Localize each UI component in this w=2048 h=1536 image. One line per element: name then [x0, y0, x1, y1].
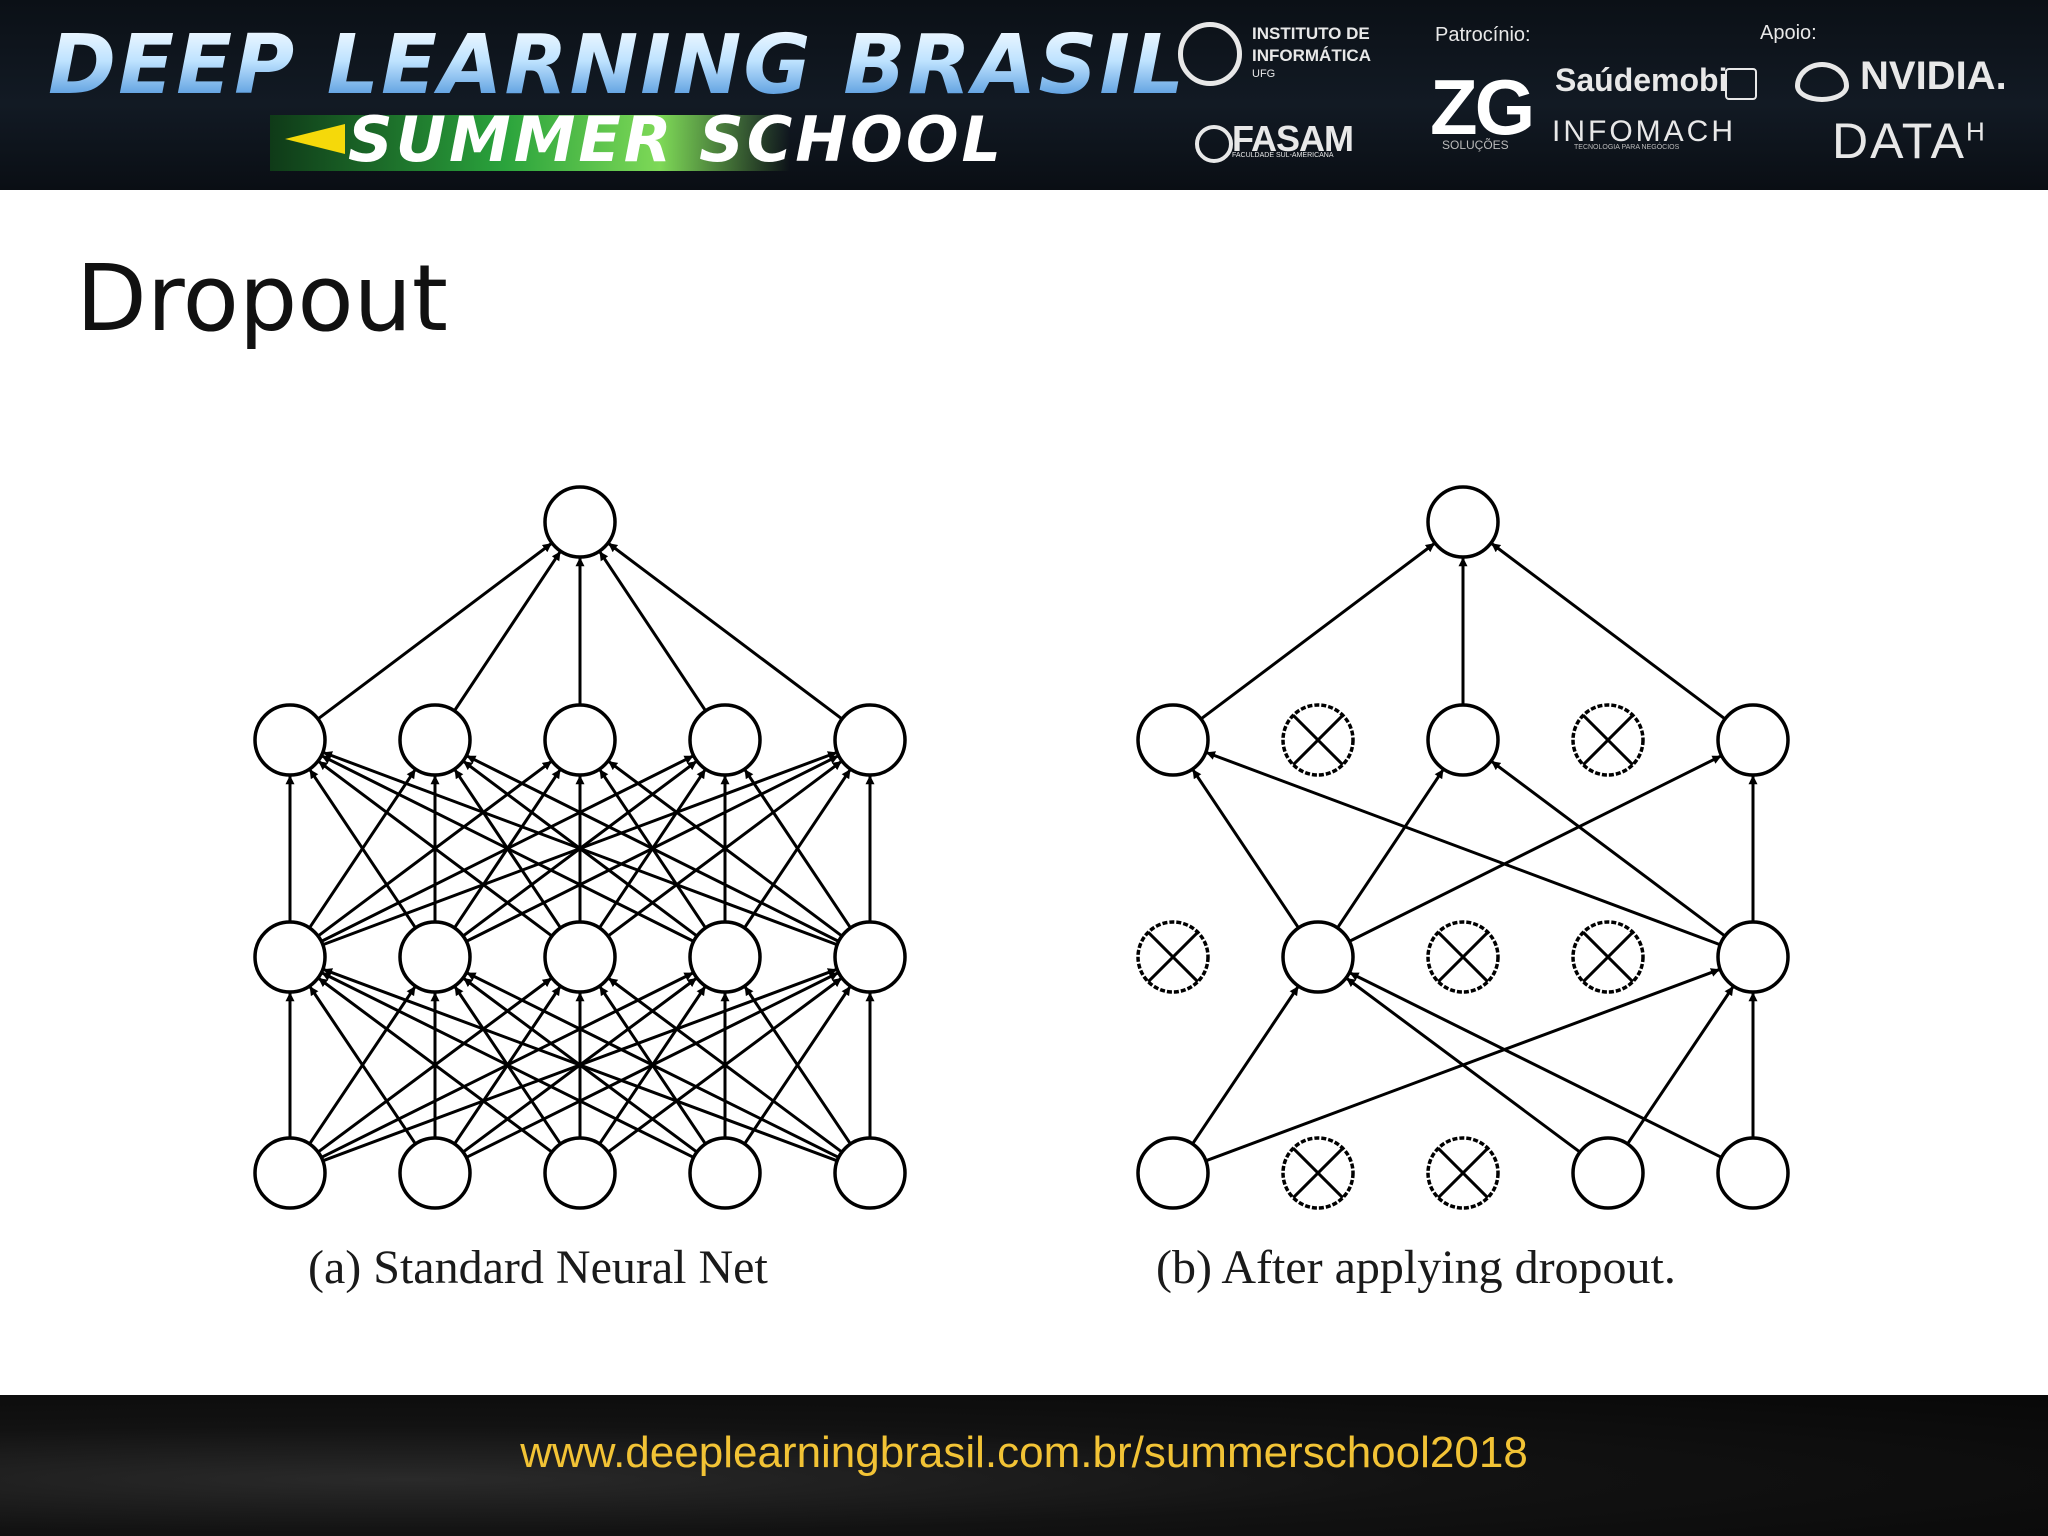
datah-superscript: H [1965, 116, 1987, 147]
zg-logo: ZG [1430, 62, 1535, 153]
standard-node-input [398, 1136, 472, 1210]
standard-node-output [543, 485, 617, 559]
standard-node-hidden2 [543, 703, 617, 777]
support-label: Apoio: [1760, 22, 1817, 44]
standard-edge [743, 986, 852, 1145]
zg-logo-text: ZG [1430, 63, 1535, 151]
dropped-cross-icon [1292, 1147, 1344, 1199]
saudemobi-logo: Saúdemobi [1555, 62, 1728, 98]
standard-edge [323, 968, 838, 1163]
fasam-logo-icon [1195, 125, 1233, 163]
dropout-edge [1336, 769, 1445, 929]
standard-edge [466, 971, 840, 1159]
standard-edge [317, 542, 553, 721]
standard-node-hidden1 [398, 920, 472, 994]
brand-title: DEEP LEARNING BRASIL [48, 18, 1187, 113]
dropout-edge [1191, 769, 1300, 929]
instituto-logo-icon [1178, 22, 1242, 86]
dropout-edge [1206, 751, 1721, 947]
footer-bar [0, 1395, 2048, 1536]
infomach-logo: INFOMACH [1552, 115, 1736, 148]
brand-subtitle: SUMMER SCHOOL [348, 103, 1005, 176]
nvidia-eye-icon [1795, 62, 1849, 102]
standard-edge [321, 754, 695, 943]
institute-name-3: UFG [1252, 68, 1276, 80]
dropout-node-input [1571, 1136, 1645, 1210]
dropout-node-hidden1 [1281, 920, 1355, 994]
fasam-subtitle: FACULDADE SUL-AMERICANA [1232, 152, 1334, 159]
standard-edge [321, 971, 695, 1159]
dropout-edge [1191, 986, 1300, 1145]
standard-node-hidden1 [833, 920, 907, 994]
standard-node-hidden2 [253, 703, 327, 777]
standard-edge [607, 760, 843, 938]
footer-url: www.deeplearningbrasil.com.br/summerscho… [520, 1428, 1528, 1477]
dropout-edge [1200, 542, 1436, 721]
dropout-edge [1626, 986, 1735, 1145]
dropout-node-hidden2 [1136, 703, 1210, 777]
dropped-cross-icon [1582, 714, 1634, 766]
saudemobi-icon [1725, 68, 1757, 100]
standard-edge [323, 751, 838, 947]
zg-subtitle: SOLUÇÕES [1442, 138, 1509, 152]
header-banner: DEEP LEARNING BRASIL SUMMER SCHOOL INSTI… [0, 0, 2048, 190]
slide-title: Dropout [76, 245, 448, 352]
standard-edge [466, 754, 840, 943]
fasam-name: FASAM [1232, 118, 1354, 159]
standard-edge [317, 760, 553, 938]
standard-net [253, 485, 907, 1210]
caption-dropout-net: (b) After applying dropout. [1156, 1241, 1676, 1294]
institute-name-1: INSTITUTO DE [1252, 24, 1370, 43]
standard-node-hidden2 [833, 703, 907, 777]
dropped-cross-icon [1437, 931, 1489, 983]
brazil-flag-icon [285, 124, 345, 154]
standard-node-hidden1 [543, 920, 617, 994]
banner-green-glow [270, 115, 790, 171]
dropout-edge [1490, 542, 1726, 721]
institute-name-2: INFORMÁTICA [1252, 46, 1371, 65]
dropout-node-hidden2 [1426, 703, 1500, 777]
standard-edge [453, 551, 562, 712]
standard-edge [607, 542, 843, 721]
standard-edge [308, 769, 417, 929]
dropped-cross-icon [1437, 1147, 1489, 1199]
dropout-node-output [1426, 485, 1500, 559]
dropout-node-input [1716, 1136, 1790, 1210]
dropout-node-hidden1 [1716, 920, 1790, 994]
standard-node-input [833, 1136, 907, 1210]
dropout-edge [1345, 977, 1581, 1154]
standard-node-input [688, 1136, 762, 1210]
dropout-edge [1348, 754, 1722, 943]
standard-edge [308, 986, 417, 1145]
standard-node-hidden1 [688, 920, 762, 994]
dropped-cross-icon [1147, 931, 1199, 983]
dropout-diagram [253, 485, 1790, 1210]
standard-node-hidden1 [253, 920, 327, 994]
sponsor-label: Patrocínio: [1435, 24, 1531, 46]
standard-edge [607, 977, 843, 1154]
dropout-edge [1490, 760, 1726, 938]
datah-logo: DATAH [1832, 112, 1987, 170]
infomach-subtitle: TECNOLOGIA PARA NEGÓCIOS [1574, 144, 1680, 151]
caption-standard-net: (a) Standard Neural Net [308, 1241, 768, 1294]
standard-node-hidden2 [688, 703, 762, 777]
standard-node-input [253, 1136, 327, 1210]
dropout-node-hidden2 [1716, 703, 1790, 777]
dropout-node-input [1136, 1136, 1210, 1210]
dropout-edge [1349, 971, 1723, 1159]
datah-text: DATA [1832, 113, 1966, 169]
dropped-cross-icon [1582, 931, 1634, 983]
standard-edge [743, 769, 852, 929]
standard-edge [317, 977, 553, 1154]
standard-node-hidden2 [398, 703, 472, 777]
nvidia-logo: NVIDIA. [1860, 54, 2007, 98]
dropout-net [1136, 485, 1790, 1210]
standard-node-input [543, 1136, 617, 1210]
standard-edge [598, 551, 707, 712]
dropped-cross-icon [1292, 714, 1344, 766]
